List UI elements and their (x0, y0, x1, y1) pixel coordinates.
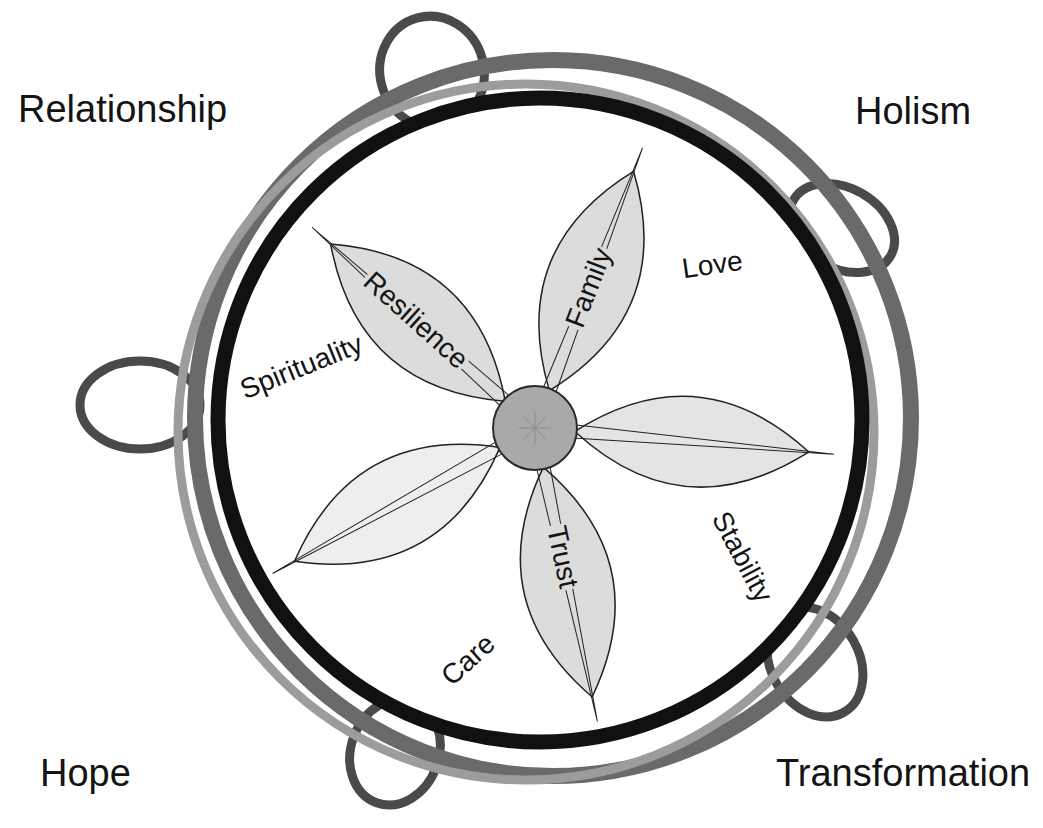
petal (251, 403, 531, 613)
value-word: Care (432, 626, 503, 695)
center-line (524, 417, 546, 439)
petal-spear (269, 436, 512, 579)
corner-label: Holism (855, 90, 971, 134)
corner-label: Relationship (18, 88, 227, 132)
petal-outline (301, 211, 536, 435)
petal (561, 386, 838, 499)
value-word: Spirituality (233, 327, 370, 407)
corner-label: Transformation (776, 752, 1030, 796)
petal-outline (571, 387, 813, 497)
petal-spear (307, 222, 517, 413)
value-word: Stability (703, 504, 780, 611)
petal-spear (534, 456, 604, 723)
circle-ring (218, 98, 862, 742)
corner-label: Hope (40, 752, 131, 796)
center-line (519, 428, 551, 429)
petal-node: Family (493, 132, 685, 444)
outer-ring (178, 84, 874, 780)
value-word: Love (677, 244, 748, 285)
inner-ground (216, 96, 864, 744)
petal-outline (273, 408, 522, 601)
center-line (524, 417, 546, 439)
petal-spear (539, 145, 649, 402)
petal-node: Trust (491, 419, 641, 731)
center-pattern (519, 412, 551, 444)
petal-spear (564, 424, 834, 461)
circle-outline (210, 90, 870, 750)
petal-outline (499, 458, 636, 707)
petal-node: Resilience (282, 194, 565, 462)
petal-outline (507, 155, 675, 407)
circle-node: Spirituality LoveStabilityCare ResilienceF… (210, 90, 870, 750)
flower-center (493, 386, 577, 470)
center-line (535, 412, 536, 444)
